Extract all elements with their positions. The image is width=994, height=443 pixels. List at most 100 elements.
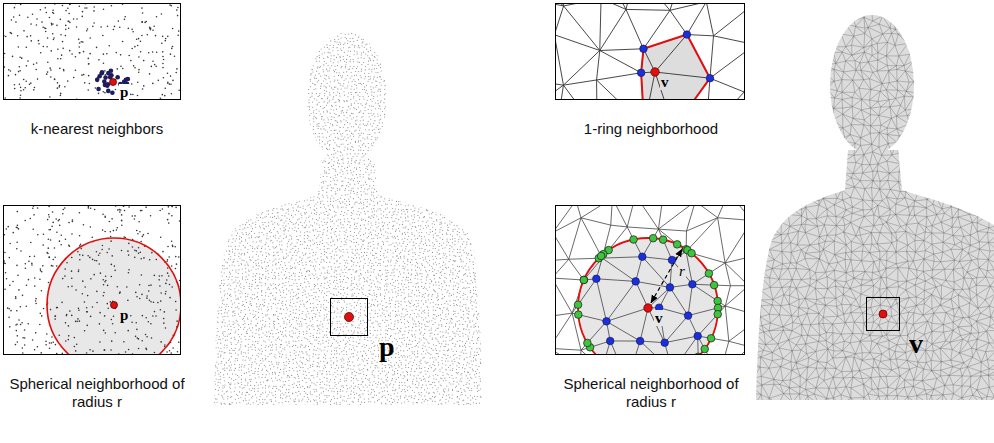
cloud-point — [399, 104, 400, 105]
cloud-point — [317, 81, 318, 82]
cloud-point — [405, 59, 406, 60]
cloud-point — [320, 88, 321, 89]
cloud-point — [306, 51, 307, 52]
cloud-point — [449, 44, 450, 45]
cloud-point — [418, 30, 419, 31]
cloud-point — [440, 44, 441, 45]
cloud-point — [241, 30, 242, 31]
cloud-point — [258, 79, 259, 80]
cloud-point — [434, 62, 435, 63]
cloud-point — [400, 106, 401, 107]
cloud-point — [449, 102, 450, 103]
cloud-point — [446, 59, 447, 60]
cloud-point — [444, 65, 445, 66]
cloud-point — [214, 104, 215, 105]
cloud-point — [347, 96, 348, 97]
cloud-point — [292, 79, 293, 80]
cloud-point — [459, 41, 460, 42]
cloud-point — [290, 34, 291, 35]
cloud-point — [227, 69, 228, 70]
cloud-point — [341, 77, 342, 78]
cloud-point — [239, 50, 240, 51]
cloud-point — [329, 94, 330, 95]
cloud-point — [286, 37, 287, 38]
cloud-point — [234, 30, 235, 31]
cloud-point — [403, 38, 404, 39]
cloud-point — [444, 98, 445, 99]
cloud-point — [374, 52, 375, 53]
cloud-point — [212, 105, 213, 106]
cloud-point — [480, 58, 481, 59]
cloud-point — [431, 80, 432, 81]
cloud-point — [359, 47, 360, 48]
cloud-point — [444, 89, 445, 90]
cloud-point — [466, 93, 467, 94]
cloud-point — [465, 79, 466, 80]
cloud-point — [408, 56, 409, 57]
cloud-point — [394, 41, 395, 42]
cloud-point — [398, 37, 399, 38]
cloud-point — [405, 100, 406, 101]
cloud-point — [346, 100, 347, 101]
cloud-point — [274, 38, 275, 39]
cloud-point — [370, 47, 371, 48]
cloud-point — [256, 69, 257, 70]
cloud-point — [296, 103, 297, 104]
cloud-point — [448, 73, 449, 74]
cloud-point — [256, 84, 257, 85]
cloud-point — [291, 97, 292, 98]
cloud-point — [284, 54, 285, 55]
cloud-point — [358, 26, 359, 27]
cloud-point — [294, 34, 295, 35]
cloud-point — [366, 90, 367, 91]
cloud-point — [312, 44, 313, 45]
cloud-point — [283, 52, 284, 53]
cloud-point — [365, 107, 366, 108]
cloud-point — [476, 104, 477, 105]
cloud-point — [263, 52, 264, 53]
cloud-point — [300, 84, 301, 85]
cloud-point — [268, 49, 269, 50]
cloud-point — [259, 37, 260, 38]
cloud-point — [278, 96, 279, 97]
cloud-point — [306, 46, 307, 47]
cloud-point — [342, 85, 343, 86]
cloud-point — [347, 29, 348, 30]
cloud-point — [467, 99, 468, 100]
cloud-point — [375, 80, 376, 81]
cloud-point — [274, 102, 275, 103]
cloud-point — [290, 101, 291, 102]
cloud-point — [427, 31, 428, 32]
cloud-point — [211, 51, 212, 52]
cloud-point — [252, 26, 253, 27]
cloud-point — [465, 85, 466, 86]
cloud-point — [404, 97, 405, 98]
cloud-point — [363, 98, 364, 99]
cloud-point — [228, 94, 229, 95]
cloud-point — [336, 29, 337, 30]
cloud-point — [426, 32, 427, 33]
cloud-point — [296, 52, 297, 53]
cloud-point — [429, 107, 430, 108]
cloud-point — [367, 55, 368, 56]
cloud-point — [214, 60, 215, 61]
cloud-point — [414, 50, 415, 51]
cloud-point — [353, 107, 354, 108]
cloud-point — [387, 75, 388, 76]
cloud-point — [486, 68, 487, 69]
cloud-point — [479, 45, 480, 46]
cloud-point — [289, 88, 290, 89]
cloud-point — [453, 107, 454, 108]
cloud-point — [365, 76, 366, 77]
cloud-point — [456, 64, 457, 65]
cloud-point — [258, 44, 259, 45]
cloud-point — [398, 82, 399, 83]
cloud-point — [433, 103, 434, 104]
cloud-point — [449, 51, 450, 52]
cloud-point — [361, 55, 362, 56]
cloud-point — [487, 80, 488, 81]
cloud-point — [294, 81, 295, 82]
cloud-point — [414, 68, 415, 69]
cloud-point — [295, 47, 296, 48]
cloud-point — [303, 53, 304, 54]
